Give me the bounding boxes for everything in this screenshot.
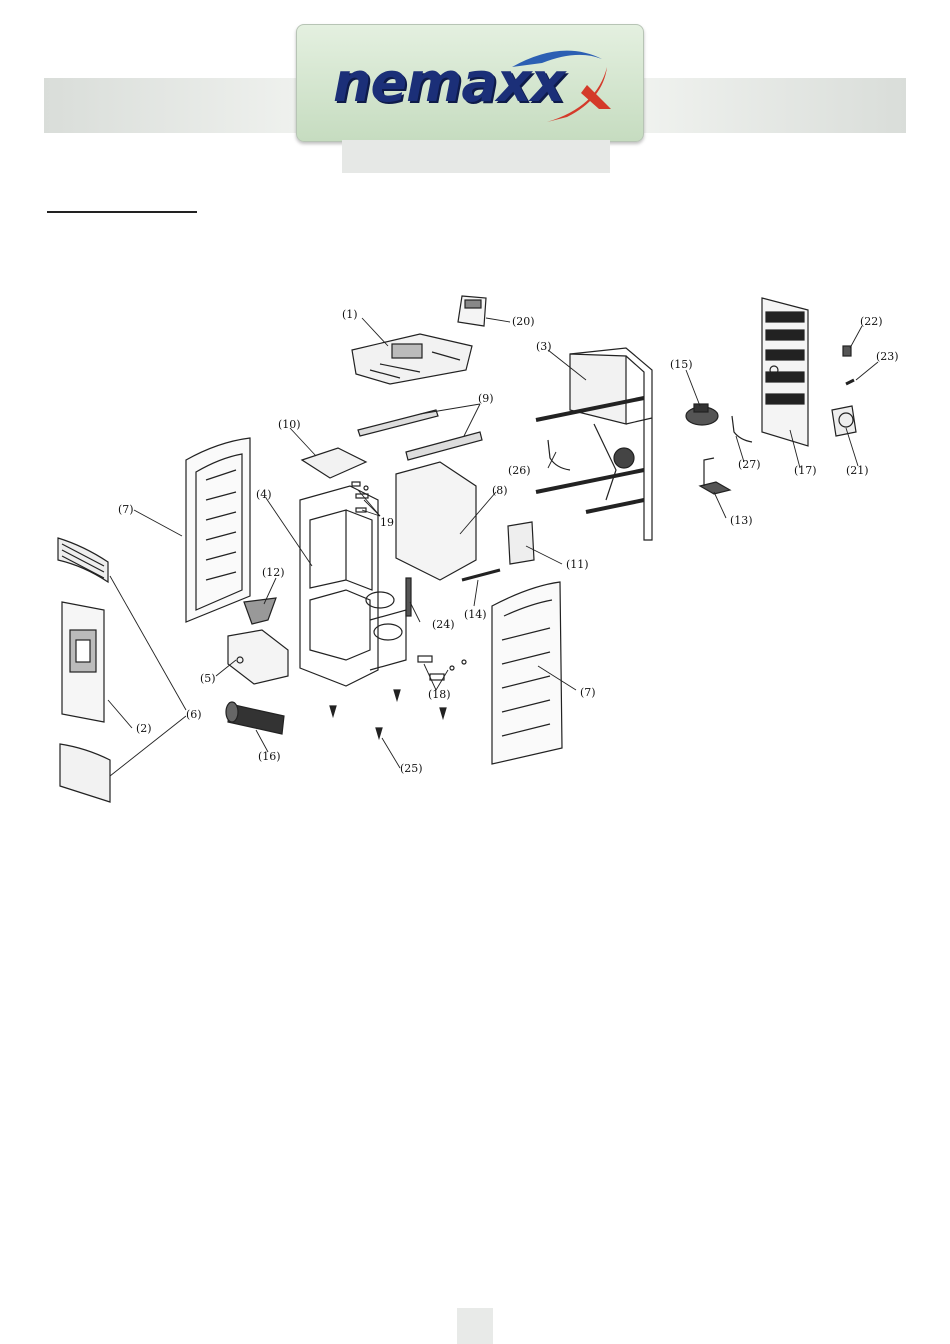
label-part-4: (4)	[256, 488, 272, 501]
part-7-right-side-panel	[492, 582, 562, 764]
part-27-sensor	[732, 416, 752, 442]
label-part-24: (24)	[432, 618, 455, 631]
part-6-lower-panel	[60, 744, 110, 802]
label-part-13: (13)	[730, 514, 753, 527]
part-11-board	[508, 522, 534, 564]
label-part-2: (2)	[136, 722, 152, 735]
part-19-small-parts	[352, 482, 368, 512]
label-part-7-left: (7)	[118, 503, 134, 516]
part-18-plates	[418, 656, 466, 680]
label-part-8: (8)	[492, 484, 508, 497]
part-14-rod	[462, 570, 500, 580]
part-16-blower	[226, 702, 284, 734]
part-9-brackets	[358, 410, 482, 460]
label-part-5: (5)	[200, 672, 216, 685]
page-number-tab	[457, 1308, 493, 1344]
part-3-hopper	[536, 348, 652, 540]
label-part-19: 19	[380, 516, 394, 529]
label-part-25: (25)	[400, 762, 423, 775]
label-part-23: (23)	[876, 350, 899, 363]
part-21-flange	[832, 406, 856, 436]
label-part-17: (17)	[794, 464, 817, 477]
label-part-14: (14)	[464, 608, 487, 621]
label-part-10: (10)	[278, 418, 301, 431]
label-part-26: (26)	[508, 464, 531, 477]
label-part-9: (9)	[478, 392, 494, 405]
label-part-16: (16)	[258, 750, 281, 763]
label-part-7-right: (7)	[580, 686, 596, 699]
part-7-left-side-panel	[186, 438, 250, 622]
part-17-back-panel	[762, 298, 808, 446]
part-13-motor	[700, 458, 730, 494]
label-part-1: (1)	[342, 308, 358, 321]
label-part-11: (11)	[566, 558, 589, 571]
label-part-22: (22)	[860, 315, 883, 328]
part-6-front-grille	[58, 538, 108, 582]
part-24-element	[406, 578, 411, 616]
label-part-12: (12)	[262, 566, 285, 579]
part-8-side-panel	[396, 462, 476, 580]
label-part-20: (20)	[512, 315, 535, 328]
label-part-18: (18)	[428, 688, 451, 701]
label-part-6: (6)	[186, 708, 202, 721]
part-5-ash-box	[228, 630, 288, 684]
part-26-sensor	[548, 440, 570, 470]
part-1-top-cover	[352, 334, 472, 384]
part-10-plate	[302, 448, 366, 478]
label-part-3: (3)	[536, 340, 552, 353]
label-part-27: (27)	[738, 458, 761, 471]
label-part-15: (15)	[670, 358, 693, 371]
part-23-screw	[846, 380, 854, 384]
part-15-fan	[686, 404, 718, 425]
label-part-21: (21)	[846, 464, 869, 477]
part-2-front-door	[62, 602, 104, 722]
part-12-burn-pot	[244, 598, 276, 624]
part-20-control-panel	[458, 296, 486, 326]
